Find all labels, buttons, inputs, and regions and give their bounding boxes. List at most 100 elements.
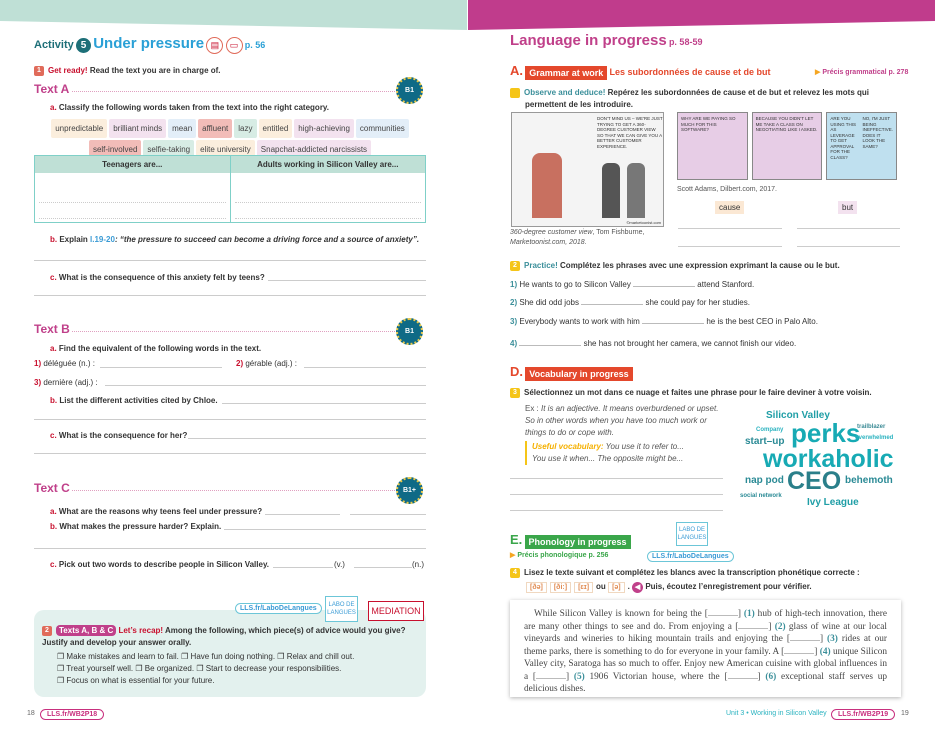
phonetic-chip: [ɛɪ] (574, 582, 594, 593)
word-tag[interactable]: unpredictable (51, 119, 108, 138)
answer-line[interactable] (510, 478, 723, 479)
answer-line[interactable] (100, 367, 222, 368)
checkbox-option[interactable]: ❐ Focus on what is essential for your fu… (57, 676, 215, 685)
blank[interactable] (784, 652, 815, 654)
text-b-heading: Text B (34, 322, 70, 336)
answer-line[interactable] (350, 514, 426, 515)
cloud-word[interactable]: nap pod (745, 475, 784, 486)
text-c-question-a: a. What are the reasons why teens feel u… (50, 507, 263, 516)
comic-panel: ARE YOU USING THIS AS LEVERAGE TO GET AP… (826, 112, 898, 180)
word-tag[interactable]: selfie-taking (143, 140, 195, 159)
noun-label: (n.) (412, 560, 424, 569)
table-header: Adults working in Silicon Valley are... (230, 156, 425, 173)
word-tag[interactable]: affluent (198, 119, 233, 138)
footer-link[interactable]: LLS.fr/WB2P18 (40, 709, 105, 720)
phonology-ref-link[interactable]: ▶ Précis phonologique p. 256 (510, 552, 609, 559)
blank[interactable] (727, 677, 758, 679)
cloud-word[interactable]: behemoth (845, 475, 893, 486)
answer-line[interactable] (678, 246, 782, 247)
answer-line[interactable] (354, 567, 412, 568)
text-c-heading: Text C (34, 481, 70, 495)
cloud-word[interactable]: CEO (787, 467, 842, 495)
answer-line[interactable] (304, 367, 426, 368)
answer-line[interactable] (34, 295, 426, 296)
checkbox-option[interactable]: ❐ Make mistakes and learn to fail. (57, 652, 179, 661)
cloud-word[interactable]: workaholic (763, 445, 894, 473)
book-icon: ▤ (206, 37, 224, 55)
page-number: 19 (901, 710, 909, 717)
blank[interactable] (536, 677, 567, 679)
word-tag[interactable]: self-involved (88, 140, 142, 159)
answer-line[interactable] (39, 187, 226, 203)
answer-line[interactable] (234, 203, 421, 219)
blank[interactable] (789, 640, 820, 641)
text-b-question-b: b. List the different activities cited b… (50, 396, 218, 405)
answer-line[interactable] (34, 260, 426, 261)
right-title: Language in progress p. 58-59 (510, 32, 703, 49)
answer-line[interactable] (222, 403, 426, 404)
footer-link[interactable]: LLS.fr/WB2P19 (831, 709, 896, 720)
word-tag[interactable]: entitled (258, 119, 293, 138)
checkbox-option[interactable]: ❐ Treat yourself well. (57, 664, 134, 673)
cloud-word[interactable]: start–up (745, 436, 785, 447)
answer-line[interactable] (188, 438, 426, 439)
checkbox-option[interactable]: ❐ Be organized. (135, 664, 195, 673)
blank[interactable] (581, 304, 644, 305)
phonetic-options: [ðə][ðiː][ɛɪ]ou [ə]. ◀ Puis, écoutez l’e… (526, 582, 812, 593)
cloud-word[interactable]: Silicon Valley (766, 410, 830, 421)
comic-panel: BECAUSE YOU DIDN'T LET ME TAKE A CLASS O… (751, 112, 823, 180)
labo-de-langues-logo: LABO DE LANGUES (676, 522, 708, 546)
blank[interactable] (642, 323, 705, 324)
cloud-word[interactable]: social network (740, 493, 782, 499)
audio-play-icon[interactable]: ◀ (632, 582, 644, 593)
grammar-ref-link[interactable]: ▶ Précis grammatical p. 278 (815, 69, 909, 76)
labo-link[interactable]: LLS.fr/LaboDeLangues (235, 603, 322, 614)
example-text: Ex : It is an adjective. It means overbu… (525, 404, 719, 437)
answer-line[interactable] (39, 203, 226, 219)
speech-icon: ▭ (225, 37, 243, 55)
blank[interactable] (633, 286, 696, 287)
answer-line[interactable] (34, 548, 426, 549)
page-title: Under pressure (93, 35, 205, 52)
recap-box (34, 610, 426, 697)
answer-line[interactable] (34, 419, 426, 420)
answer-line[interactable] (224, 529, 426, 530)
answer-line[interactable] (273, 567, 333, 568)
answer-line[interactable] (797, 246, 900, 247)
phonetic-chip: [ðiː] (549, 582, 572, 593)
answer-line[interactable] (510, 494, 723, 495)
checkbox-option[interactable]: ❐ Have fun doing nothing. (181, 652, 276, 661)
word-tag[interactable]: communities (355, 119, 409, 138)
cloud-word[interactable]: Ivy League (807, 497, 859, 508)
cloud-word[interactable]: trailblazer (857, 424, 886, 430)
answer-line[interactable] (797, 228, 900, 229)
checkbox-option[interactable]: ❐ Start to decrease your responsibilitie… (196, 664, 342, 673)
blank[interactable] (519, 345, 582, 346)
cloud-word[interactable]: perks (791, 418, 861, 448)
answer-line[interactable] (105, 385, 426, 386)
word-tag[interactable]: elite university (196, 140, 255, 159)
cloud-word[interactable]: Company (756, 427, 784, 433)
answer-line[interactable] (234, 187, 421, 203)
cloud-word[interactable]: overwhelmed (855, 435, 894, 441)
equivalent-item: 3) dernière (adj.) : (34, 378, 98, 387)
word-tag[interactable]: lazy (234, 119, 257, 138)
word-tag[interactable]: Snapchat-addicted narcissists (256, 140, 372, 159)
labo-link[interactable]: LLS.fr/LaboDeLangues (647, 551, 734, 562)
word-tag[interactable]: brilliant minds (109, 119, 167, 138)
answer-line[interactable] (268, 280, 426, 281)
word-tag[interactable]: mean (168, 119, 197, 138)
table-column: Teenagers are... (35, 156, 231, 222)
answer-line[interactable] (265, 514, 340, 515)
blank[interactable] (738, 627, 769, 629)
answer-line[interactable] (510, 510, 723, 511)
cartoon-figure (627, 163, 645, 218)
answer-line[interactable] (678, 228, 782, 229)
blank[interactable] (707, 615, 738, 616)
answer-line[interactable] (34, 453, 426, 454)
word-tag[interactable]: high-achieving (294, 119, 354, 138)
checkbox-option[interactable]: ❐ Relax and chill out. (277, 652, 355, 661)
section-e-heading: E. Phonology in progress (510, 532, 631, 549)
